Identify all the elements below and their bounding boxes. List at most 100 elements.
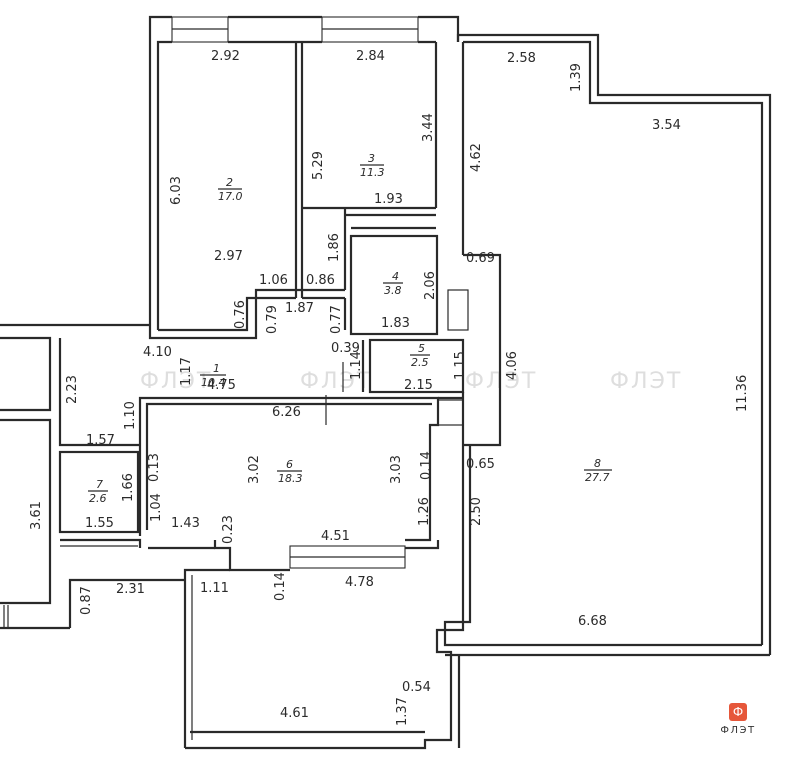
room-number: 7 <box>96 478 103 491</box>
dimension-label: 2.97 <box>214 249 243 264</box>
dimension-label: 1.11 <box>200 581 229 596</box>
dimension-label: 1.86 <box>327 233 342 262</box>
dimension-label: 4.06 <box>505 351 520 380</box>
wall <box>58 338 140 447</box>
room-number: 4 <box>392 270 399 283</box>
wall <box>183 568 230 748</box>
wall <box>405 540 440 550</box>
dimension-label: 0.69 <box>466 251 495 266</box>
watermark-text: ФЛЭТ <box>300 369 372 394</box>
dimension-label: 1.83 <box>381 316 410 331</box>
dimension-label: 3.61 <box>29 501 44 530</box>
room-area: 2.5 <box>411 356 429 369</box>
dimension-label: 1.37 <box>395 697 410 726</box>
dimension-label: 0.76 <box>233 300 248 329</box>
wall <box>349 234 439 336</box>
dimension-label: 2.06 <box>423 271 438 300</box>
watermark-text: ФЛЭТ <box>140 369 212 394</box>
dimension-label: 6.03 <box>169 176 184 205</box>
dimension-label: 1.14 <box>349 351 364 380</box>
dimension-label: 3.44 <box>421 113 436 142</box>
dimension-label: 0.13 <box>147 453 162 482</box>
dimension-label: 4.75 <box>207 378 236 393</box>
dimension-label: 1.17 <box>179 357 194 386</box>
watermark-text: ФЛЭТ <box>610 369 682 394</box>
dimension-label: 2.50 <box>469 497 484 526</box>
wall <box>148 288 345 340</box>
wall <box>418 15 460 42</box>
room-area: 11.3 <box>360 166 385 179</box>
dimension-label: 0.39 <box>331 341 360 356</box>
dimension-label: 4.10 <box>143 345 172 360</box>
dimension-label: 0.65 <box>466 457 495 472</box>
wall <box>456 33 772 655</box>
wall <box>437 399 464 426</box>
dimension-label: 3.54 <box>652 118 681 133</box>
dimension-label: 0.79 <box>265 305 280 334</box>
wall <box>156 40 172 330</box>
room-area: 17.0 <box>218 190 243 203</box>
room-area: 2.6 <box>89 492 107 505</box>
wall <box>463 40 764 645</box>
watermark-text: ФЛЭТ <box>465 369 537 394</box>
wall <box>0 336 52 412</box>
room-number: 2 <box>226 176 233 189</box>
room-area: 3.8 <box>384 284 402 297</box>
dimension-label: 4.61 <box>280 706 309 721</box>
wall <box>443 445 762 647</box>
dimension-label: 1.39 <box>569 63 584 92</box>
dimension-label: 0.14 <box>419 451 434 480</box>
room-area: 18.3 <box>278 472 303 485</box>
wall <box>463 253 502 447</box>
dimension-label: 1.10 <box>123 401 138 430</box>
wall <box>185 445 465 750</box>
dimension-label: 0.86 <box>306 273 335 288</box>
room-number: 5 <box>418 342 425 355</box>
room-area: 10.4 <box>201 376 226 389</box>
dimension-label: 3.02 <box>247 455 262 484</box>
room-labels: 2 17.0 3 11.3 4 3.8 5 2.5 1 10.4 6 18.3 … <box>88 152 612 505</box>
room-number: 8 <box>594 457 601 470</box>
dimension-label: 2.23 <box>65 375 80 404</box>
dimension-label: 0.54 <box>402 680 431 695</box>
dimension-labels: 2.92 2.84 2.58 3.54 1.93 2.97 1.06 0.86 … <box>85 49 681 721</box>
room-area: 27.7 <box>585 471 610 484</box>
wall <box>368 338 465 394</box>
watermark: ФЛЭТ ФЛЭТ ФЛЭТ ФЛЭТ <box>140 369 682 394</box>
dimension-label: 2.31 <box>116 582 145 597</box>
dimension-label: 1.57 <box>86 433 115 448</box>
dimension-label: 1.55 <box>85 516 114 531</box>
dimension-label: 1.93 <box>374 192 403 207</box>
dimension-label: 6.68 <box>578 614 607 629</box>
wall <box>68 578 185 628</box>
dimension-label: 2.15 <box>404 378 433 393</box>
dimension-label: 0.87 <box>79 586 94 615</box>
dimension-label: 1.26 <box>417 497 432 526</box>
room-number: 1 <box>213 362 220 375</box>
logo-text: ФЛЭТ <box>720 725 756 736</box>
flat-logo: Ф ФЛЭТ <box>706 703 770 743</box>
dimension-labels-vertical: 1.39 6.03 5.29 3.44 4.62 1.86 2.06 0.76 … <box>29 63 750 726</box>
wall <box>158 296 296 332</box>
dimension-label: 2.84 <box>356 49 385 64</box>
dimension-label: 0.14 <box>273 572 288 601</box>
room-number: 3 <box>368 152 375 165</box>
dimension-label: 1.15 <box>453 351 468 380</box>
wall <box>0 418 52 605</box>
dimension-label: 0.77 <box>329 305 344 334</box>
wall <box>60 538 142 548</box>
dimension-label: 1.06 <box>259 273 288 288</box>
dimension-label: 5.29 <box>311 151 326 180</box>
dimension-label: 2.92 <box>211 49 240 64</box>
room-number: 6 <box>286 458 293 471</box>
dimension-label: 4.51 <box>321 529 350 544</box>
dimension-label: 4.62 <box>469 143 484 172</box>
wall <box>58 450 140 534</box>
dimension-label: 6.26 <box>272 405 301 420</box>
wall <box>447 289 469 331</box>
wall <box>148 15 172 330</box>
dimension-label: 11.36 <box>735 375 750 412</box>
dimension-label: 1.66 <box>121 473 136 502</box>
dimension-label: 0.23 <box>221 515 236 544</box>
